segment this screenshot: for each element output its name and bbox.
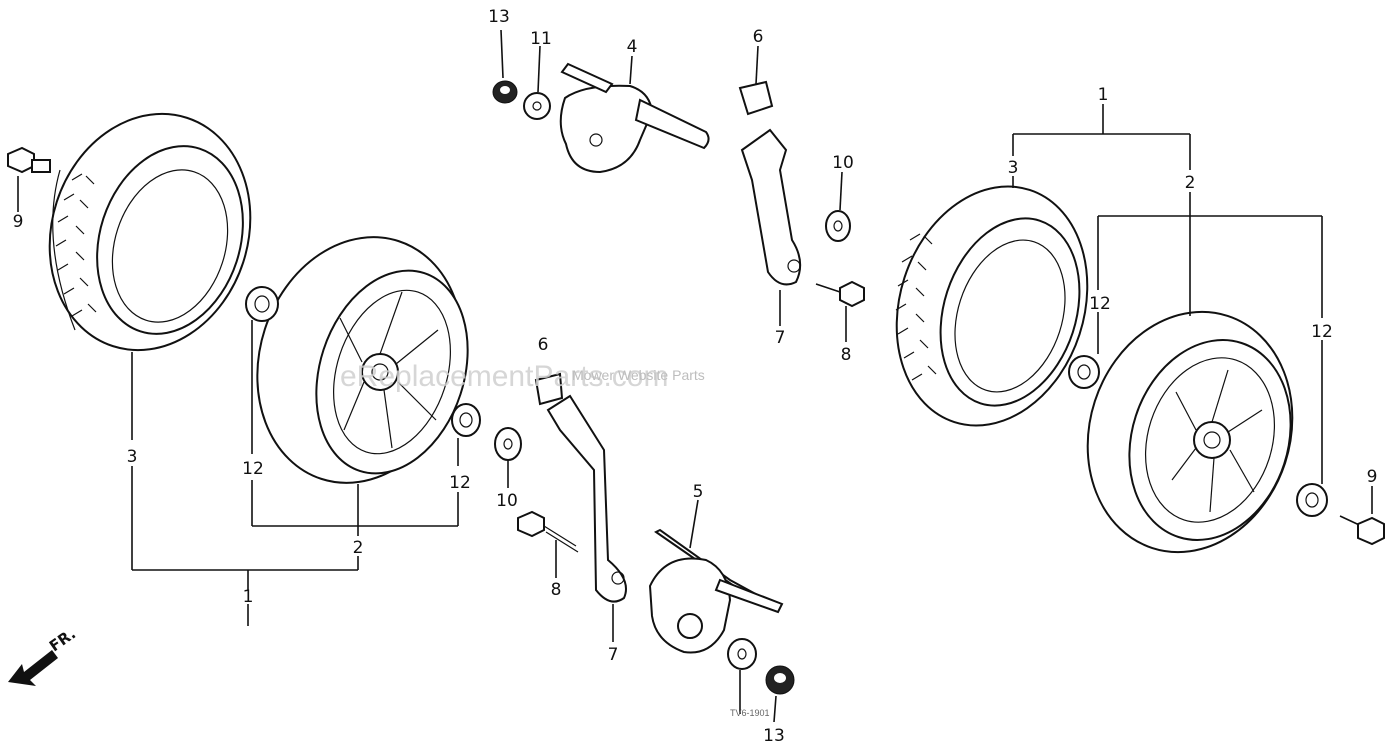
callout-12-left-inner: 12: [242, 459, 264, 479]
watermark-main: eReplacementParts.com: [340, 360, 668, 393]
bottom-nut: [765, 665, 795, 695]
callout-2-right: 2: [1185, 173, 1196, 193]
callout-10-bottom: 10: [496, 491, 518, 511]
callout-12-right-inner: 12: [1089, 294, 1111, 314]
callout-1-left: 1: [243, 587, 254, 607]
front-direction-arrow: FR.: [8, 625, 79, 686]
right-spacer-outer: [1296, 483, 1328, 517]
callout-13-bottom: 13: [763, 726, 785, 746]
callout-4: 4: [627, 37, 638, 57]
bottom-bracket: [546, 394, 627, 603]
right-wheel: [1086, 310, 1294, 554]
front-label: FR.: [46, 625, 79, 656]
callout-labels: 13 11 4 6 10 7 8 1 3 2 12 12 9 9 3 12 12…: [13, 7, 1378, 746]
callout-7-top: 7: [775, 328, 786, 348]
top-clip: [738, 80, 774, 116]
left-bolt: [7, 146, 51, 174]
left-spacer-outer: [451, 403, 481, 437]
callout-9-right: 9: [1367, 467, 1378, 487]
bottom-washer-left: [494, 427, 522, 461]
right-tire: [895, 185, 1089, 427]
top-bolt: [815, 280, 865, 308]
left-spacer-inner: [245, 286, 279, 322]
callout-2-left: 2: [353, 538, 364, 558]
top-washer: [523, 92, 551, 120]
callout-10-top: 10: [832, 153, 854, 173]
right-bolt: [1339, 515, 1385, 546]
upper-height-adjuster: [559, 62, 710, 174]
bottom-washer-right: [727, 638, 757, 670]
top-nut: [492, 80, 518, 104]
callout-9-left: 9: [13, 212, 24, 232]
callout-12-left-outer: 12: [449, 473, 471, 493]
callout-8-top: 8: [841, 345, 852, 365]
callout-8-bottom: 8: [551, 580, 562, 600]
lower-height-adjuster: [648, 528, 784, 654]
bottom-clip: [534, 372, 564, 406]
leader-lines: [17, 29, 1373, 723]
watermark: eReplacementParts.com Mower Website Part…: [340, 360, 705, 393]
callout-6-bottom: 6: [538, 335, 549, 355]
left-wheel: [256, 236, 469, 484]
right-spacer-inner: [1068, 355, 1100, 389]
callout-3-left: 3: [127, 447, 138, 467]
left-tire: [48, 112, 252, 352]
diagram-code: TV6-1901: [730, 708, 770, 718]
callout-5: 5: [693, 482, 704, 502]
watermark-overlay: Mower Website Parts: [572, 367, 705, 383]
callout-3-right: 3: [1008, 158, 1019, 178]
callout-11: 11: [530, 29, 552, 49]
bottom-bolt: [517, 510, 579, 553]
callout-12-right-outer: 12: [1311, 322, 1333, 342]
top-bracket: [740, 128, 802, 286]
callout-6-top: 6: [753, 27, 764, 47]
callout-7-bottom: 7: [608, 645, 619, 665]
callout-13-top: 13: [488, 7, 510, 27]
callout-1-right: 1: [1098, 85, 1109, 105]
top-right-washer: [825, 210, 851, 242]
